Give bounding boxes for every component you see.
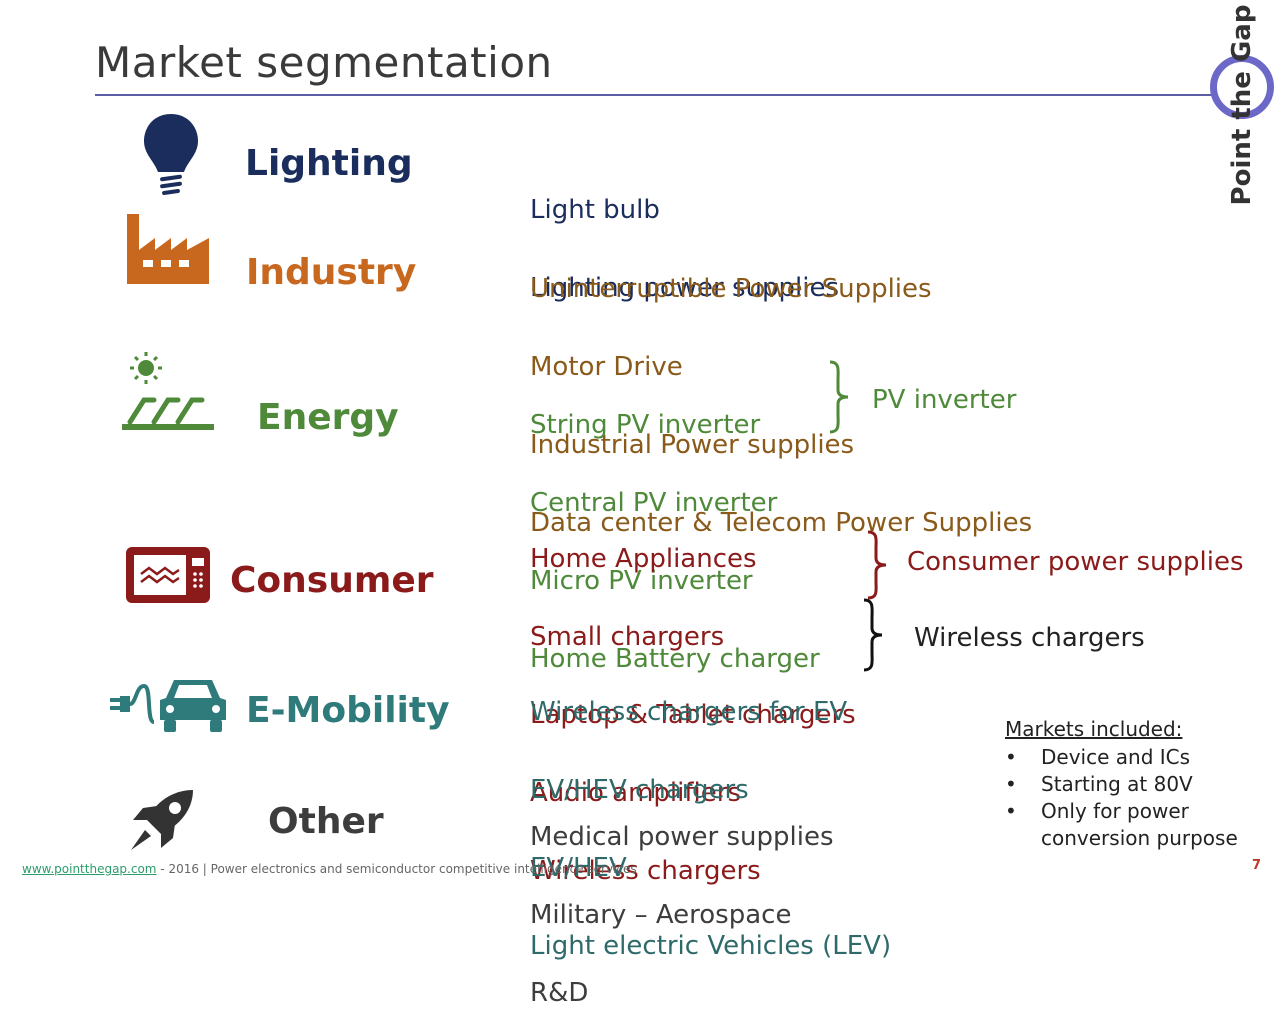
- page-title: Market segmentation: [95, 38, 553, 87]
- list-item: EV/HEV: [530, 853, 627, 883]
- list-item: Military – Aerospace: [530, 900, 792, 930]
- category-other: Other: [268, 801, 384, 842]
- category-lighting: Lighting: [245, 143, 413, 184]
- list-item: Light bulb: [530, 195, 660, 225]
- wireless-brace: [863, 598, 883, 672]
- list-item: •Only for power: [1005, 799, 1189, 823]
- group-label-consumer-power: Consumer power supplies: [907, 547, 1244, 577]
- markets-bullets: •Device and ICs •Starting at 80V •Only f…: [1005, 744, 1238, 852]
- list-item: Wireless chargers: [530, 856, 761, 886]
- list-item: Wireless chargers for EV: [530, 697, 848, 727]
- list-item: •Starting at 80V: [1005, 772, 1193, 796]
- lighting-items: Light bulb Lighting power supplies: [530, 145, 839, 327]
- list-item: Audio amplifiers: [530, 778, 741, 808]
- industry-items: Uninterruptible Power Supplies Motor Dri…: [530, 224, 1032, 562]
- page-number: 7: [1252, 858, 1262, 873]
- consumer-items: Home Appliances Small chargers Laptop & …: [530, 494, 856, 910]
- list-item: Motor Drive: [530, 352, 683, 382]
- list-item: conversion purpose: [1041, 826, 1238, 850]
- footer-link[interactable]: www.pointthegap.com: [22, 862, 157, 876]
- energy-items: String PV inverter Central PV inverter M…: [530, 360, 820, 698]
- footer-text: - 2016 | Power electronics and semicondu…: [156, 862, 637, 876]
- list-item: String PV inverter: [530, 410, 761, 440]
- other-items: Medical power supplies Military – Aerosp…: [530, 772, 834, 1032]
- title-divider: [95, 94, 1215, 96]
- lightbulb-icon: [144, 114, 198, 195]
- solar-panel-icon: [122, 352, 214, 430]
- list-item: •Device and ICs: [1005, 745, 1191, 769]
- category-consumer: Consumer: [230, 560, 434, 601]
- consumer-brace: [867, 530, 887, 600]
- group-label-wireless: Wireless chargers: [914, 623, 1145, 653]
- category-energy: Energy: [257, 397, 399, 438]
- microwave-icon: [126, 547, 210, 603]
- category-emobility: E-Mobility: [246, 690, 450, 731]
- list-item: Data center & Telecom Power Supplies: [530, 508, 1033, 538]
- list-item: Central PV inverter: [530, 488, 778, 518]
- list-item: Micro PV inverter: [530, 566, 753, 596]
- category-industry: Industry: [246, 252, 417, 293]
- list-item: EV/HEV chargers: [530, 775, 749, 805]
- group-label-pv-inverter: PV inverter: [872, 385, 1017, 415]
- list-item: Medical power supplies: [530, 822, 834, 852]
- markets-box-title: Markets included:: [1005, 717, 1183, 741]
- list-item: Home Battery charger: [530, 644, 820, 674]
- rocket-icon: [131, 790, 193, 850]
- list-item: Industrial Power supplies: [530, 430, 855, 460]
- list-item: Lighting power supplies: [530, 273, 840, 303]
- list-item: Laptop & Tablet chargers: [530, 700, 856, 730]
- logo-text: Point the Gap: [1227, 4, 1257, 206]
- factory-icon: [127, 214, 209, 284]
- pv-brace: [829, 360, 849, 434]
- logo-ring: [1210, 55, 1274, 119]
- list-item: R&D: [530, 978, 589, 1008]
- list-item: Uninterruptible Power Supplies: [530, 274, 932, 304]
- list-item: Home Appliances: [530, 544, 757, 574]
- footer: www.pointthegap.com - 2016 | Power elect…: [22, 862, 637, 876]
- electric-car-icon: [110, 680, 226, 732]
- list-item: Small chargers: [530, 622, 725, 652]
